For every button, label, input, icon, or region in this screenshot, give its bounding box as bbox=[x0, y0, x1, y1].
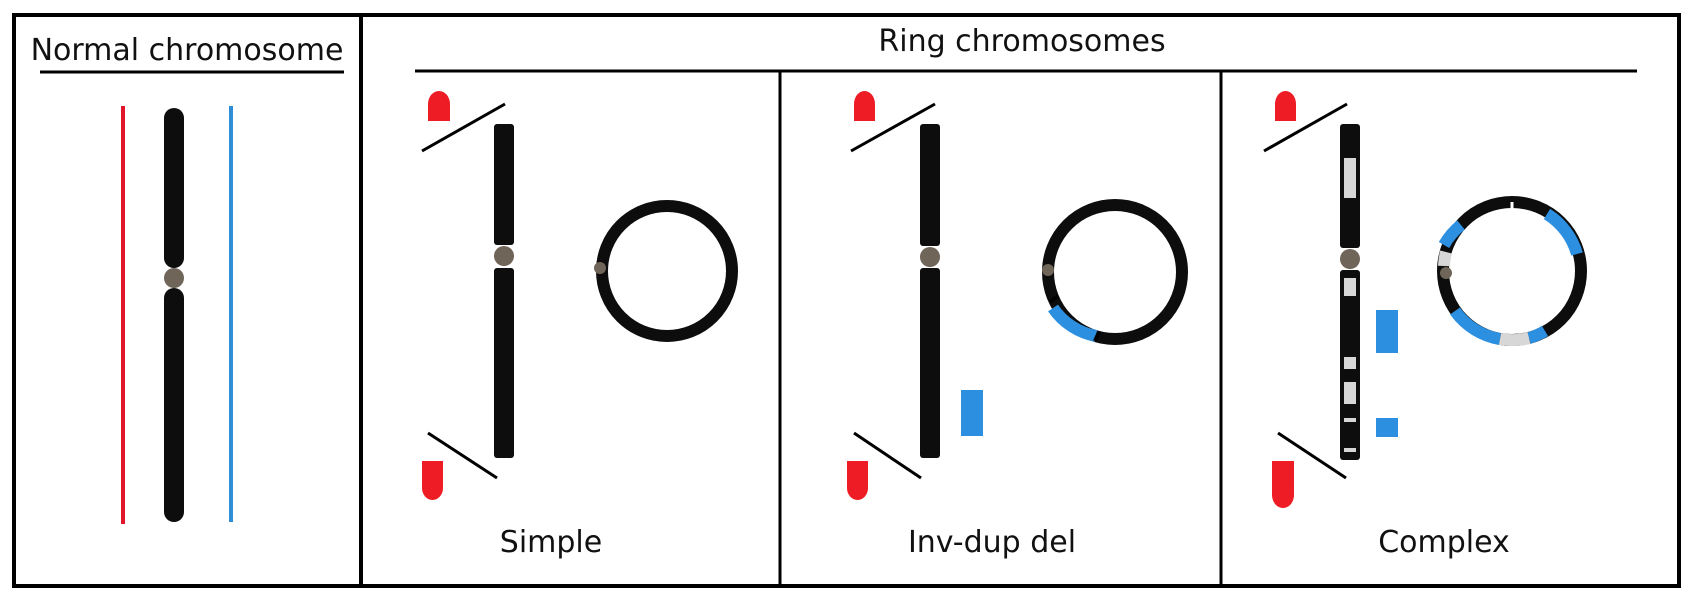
complex-bottom-deleted-segment bbox=[1272, 461, 1294, 508]
normal-chromosome-upper-arm bbox=[164, 108, 184, 268]
simple-top-break-line bbox=[421, 102, 506, 153]
inv-dup-del-duplicated-block bbox=[961, 390, 983, 436]
normal-chromosome bbox=[164, 108, 184, 522]
inv-dup-del-ring-duplicated-arc bbox=[1048, 304, 1098, 342]
normal-panel-title: Normal chromosome bbox=[31, 33, 344, 68]
simple-bottom-deleted-segment bbox=[422, 461, 443, 500]
complex-light-band bbox=[1344, 382, 1356, 404]
figure-frame bbox=[12, 13, 1681, 588]
normal-chromosome-lower-arm bbox=[164, 288, 184, 522]
complex-ring-duplicated-arc bbox=[1438, 220, 1465, 249]
inv-dup-del-top-deleted-segment bbox=[854, 91, 875, 121]
inv-dup-del-centromere bbox=[920, 247, 940, 267]
complex-ring-light-band bbox=[1498, 332, 1531, 347]
complex-top-break-line bbox=[1263, 102, 1348, 153]
simple-ring-chromosome bbox=[594, 200, 738, 342]
normal-chromosome-panel: Normal chromosome bbox=[31, 33, 344, 524]
inv-dup-del-ring-panel: Inv-dup del bbox=[847, 91, 1188, 560]
inv-dup-del-linear-chromosome bbox=[920, 124, 983, 458]
complex-ring-chromosome bbox=[1437, 196, 1587, 347]
ring-panel-title: Ring chromosomes bbox=[878, 24, 1165, 59]
simple-ring-centromere bbox=[594, 262, 606, 274]
complex-ring-duplicated-arc bbox=[1450, 307, 1502, 345]
simple-label: Simple bbox=[500, 525, 602, 560]
simple-centromere bbox=[494, 246, 514, 266]
complex-linear-chromosome bbox=[1340, 124, 1398, 460]
inv-dup-del-top-break-line bbox=[850, 102, 936, 153]
complex-top-deleted-segment bbox=[1275, 91, 1296, 121]
complex-light-band bbox=[1344, 448, 1356, 452]
normal-centromere bbox=[164, 268, 184, 288]
complex-light-band bbox=[1344, 357, 1356, 369]
simple-ring-panel: Simple bbox=[421, 91, 738, 560]
complex-light-band bbox=[1344, 158, 1356, 198]
complex-ring-duplicated-arc bbox=[1543, 208, 1583, 256]
complex-ring-light-band bbox=[1438, 250, 1452, 267]
simple-linear-chromosome bbox=[494, 124, 514, 458]
complex-duplicated-block bbox=[1376, 310, 1398, 353]
complex-ring-panel: Complex bbox=[1263, 91, 1587, 560]
simple-top-deleted-segment bbox=[428, 91, 450, 121]
simple-bottom-break-line bbox=[427, 431, 498, 480]
inv-dup-del-label: Inv-dup del bbox=[908, 525, 1076, 560]
inv-dup-del-bottom-break-line bbox=[853, 431, 922, 480]
complex-light-band bbox=[1344, 278, 1356, 296]
inv-dup-del-ring-centromere bbox=[1042, 264, 1054, 276]
ring-chromosomes-panel: Ring chromosomes bbox=[415, 24, 1637, 73]
complex-duplicated-block bbox=[1376, 418, 1398, 437]
complex-bottom-break-line bbox=[1277, 431, 1347, 480]
complex-light-band bbox=[1344, 418, 1356, 422]
complex-ring-duplicated-arc bbox=[1527, 325, 1549, 344]
inv-dup-del-ring-chromosome bbox=[1042, 199, 1188, 345]
complex-label: Complex bbox=[1378, 525, 1510, 560]
complex-centromere bbox=[1340, 249, 1360, 269]
inv-dup-del-bottom-deleted-segment bbox=[847, 461, 868, 500]
complex-ring-centromere bbox=[1440, 267, 1452, 279]
